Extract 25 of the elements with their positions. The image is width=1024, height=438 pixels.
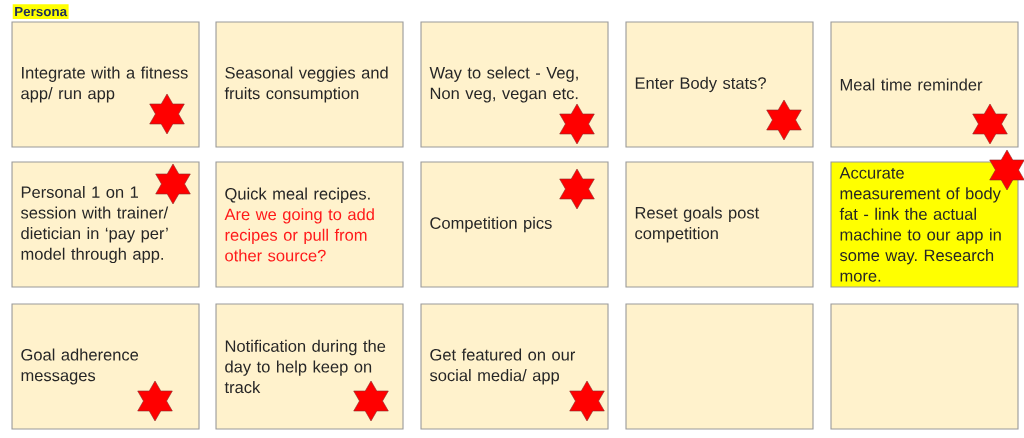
star-icon: [972, 103, 1008, 145]
note-card: Goal adherence messages: [11, 303, 200, 430]
note-card: Way to select - Veg, Non veg, vegan etc.: [420, 21, 609, 148]
title: Persona: [12, 4, 69, 19]
star-icon: [766, 99, 802, 141]
star-icon: [155, 163, 191, 205]
note-card: Reset goals post competition: [625, 161, 814, 288]
blank-card: [625, 303, 814, 430]
note-card: Seasonal veggies and fruits consumption: [215, 21, 404, 148]
note-card: Competition pics: [420, 161, 609, 288]
star-icon: [149, 93, 185, 135]
star-icon: [569, 380, 605, 422]
note-card: Meal time reminder: [830, 21, 1019, 148]
note-card: Get featured on our social media/ app: [420, 303, 609, 430]
star-icon: [137, 380, 173, 422]
note-card: Accurate measurement of body fat - link the actual machine to our app in some way. Research more.: [830, 161, 1019, 288]
note-card: Personal 1 on 1 session with trainer/ dietician in ‘pay per’ model through app.: [11, 161, 200, 288]
note-card: Enter Body stats?: [625, 21, 814, 148]
note-card: Notification during the day to help keep on track: [215, 303, 404, 430]
star-icon: [559, 168, 595, 210]
note-card: Integrate with a fitness app/ run app: [11, 21, 200, 148]
blank-card: [830, 303, 1019, 430]
star-icon: [353, 380, 389, 422]
star-icon: [559, 103, 595, 145]
note-card: Quick meal recipes. Are we going to add recipes or pull from other source?: [215, 161, 404, 288]
